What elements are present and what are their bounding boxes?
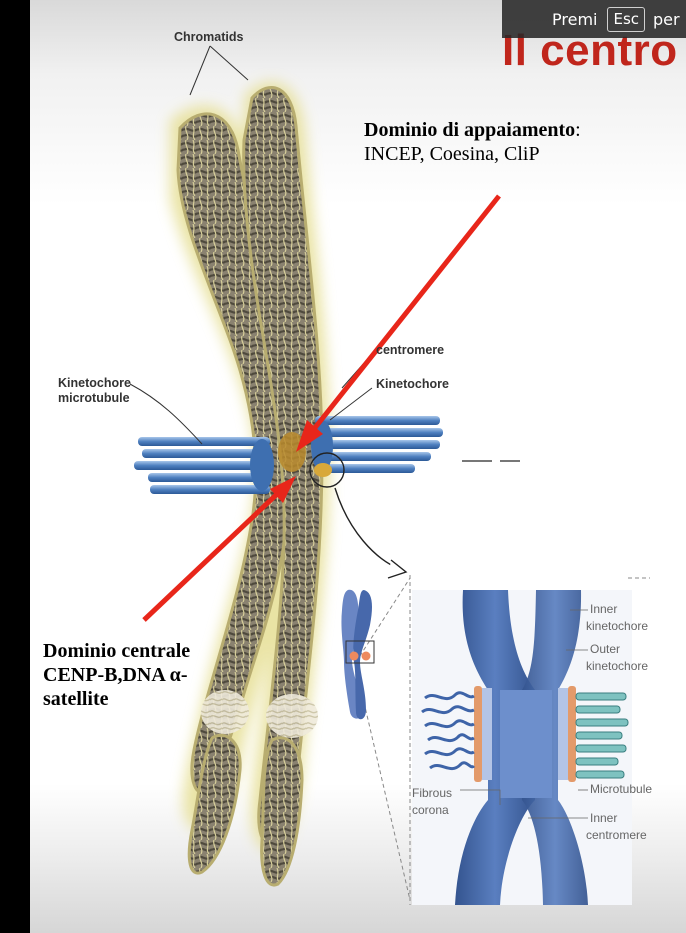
chromatin-light-region	[201, 690, 318, 738]
kinetochore-microtubule-label-line2: microtubule	[58, 391, 130, 405]
pairing-domain-proteins: INCEP, Coesina, CliP	[364, 143, 540, 165]
banner-suffix-text: per	[653, 9, 680, 29]
kinetochore-label: Kinetochore	[376, 377, 449, 391]
inset-inner-centromere-label-line2: centromere	[586, 828, 647, 842]
inset-inner-centromere-label-line1: Inner	[590, 811, 618, 825]
inset-inner-kinetochore-label-line1: Inner	[590, 602, 618, 616]
banner-prefix-text: Premi	[552, 9, 598, 29]
central-domain-annotation: Dominio centrale CENP-B,DNA α- satellite	[43, 639, 190, 711]
kinetochore-microtubules-right	[311, 416, 443, 473]
inset-outer-kinetochore-label-line1: Outer	[590, 642, 621, 656]
inset-outer-kinetochore-label-line2: kinetochore	[586, 659, 649, 673]
esc-key[interactable]: Esc	[607, 6, 646, 32]
centromere-region	[278, 432, 306, 472]
central-domain-line1: Dominio centrale	[43, 640, 191, 662]
slide-canvas: Chromatids centromere Kinetochore Kineto…	[30, 0, 686, 933]
small-chromosome-icon	[341, 589, 375, 720]
faint-marks	[462, 460, 520, 462]
inset-inner-kinetochore-label-line2: kinetochore	[586, 619, 649, 633]
inset-fibrous-corona-label-line2: corona	[412, 803, 449, 817]
kinetochore-microtubule-label-line1: Kinetochore	[58, 376, 131, 390]
central-domain-line2: CENP-B,DNA α-	[43, 664, 188, 686]
fullscreen-exit-banner: Premi Esc per	[502, 0, 686, 38]
pairing-domain-title: Dominio di appaiamento	[364, 119, 576, 141]
red-arrow-pairing-domain	[296, 194, 501, 452]
chromosome-illustration	[129, 45, 650, 905]
chromatid-lower-ends	[187, 733, 304, 887]
left-black-bar	[0, 0, 30, 933]
inset-fibrous-corona-label-line1: Fibrous	[412, 786, 453, 800]
inset-microtubule-label: Microtubule	[590, 782, 653, 796]
red-arrow-central-domain	[142, 476, 296, 622]
pairing-domain-annotation: Dominio di appaiamento: INCEP, Coesina, …	[364, 118, 581, 166]
central-domain-line3: satellite	[43, 688, 109, 710]
zoom-pointer-arrow	[334, 487, 408, 579]
zoom-dashed-guides	[355, 575, 650, 905]
kinetochore-microtubules-left	[134, 437, 274, 494]
inset-centromere-diagram	[412, 590, 632, 905]
chromatids-label: Chromatids	[174, 30, 244, 44]
centromere-label: centromere	[376, 343, 445, 357]
pairing-domain-colon: :	[575, 119, 581, 141]
zoom-circle	[309, 452, 345, 488]
